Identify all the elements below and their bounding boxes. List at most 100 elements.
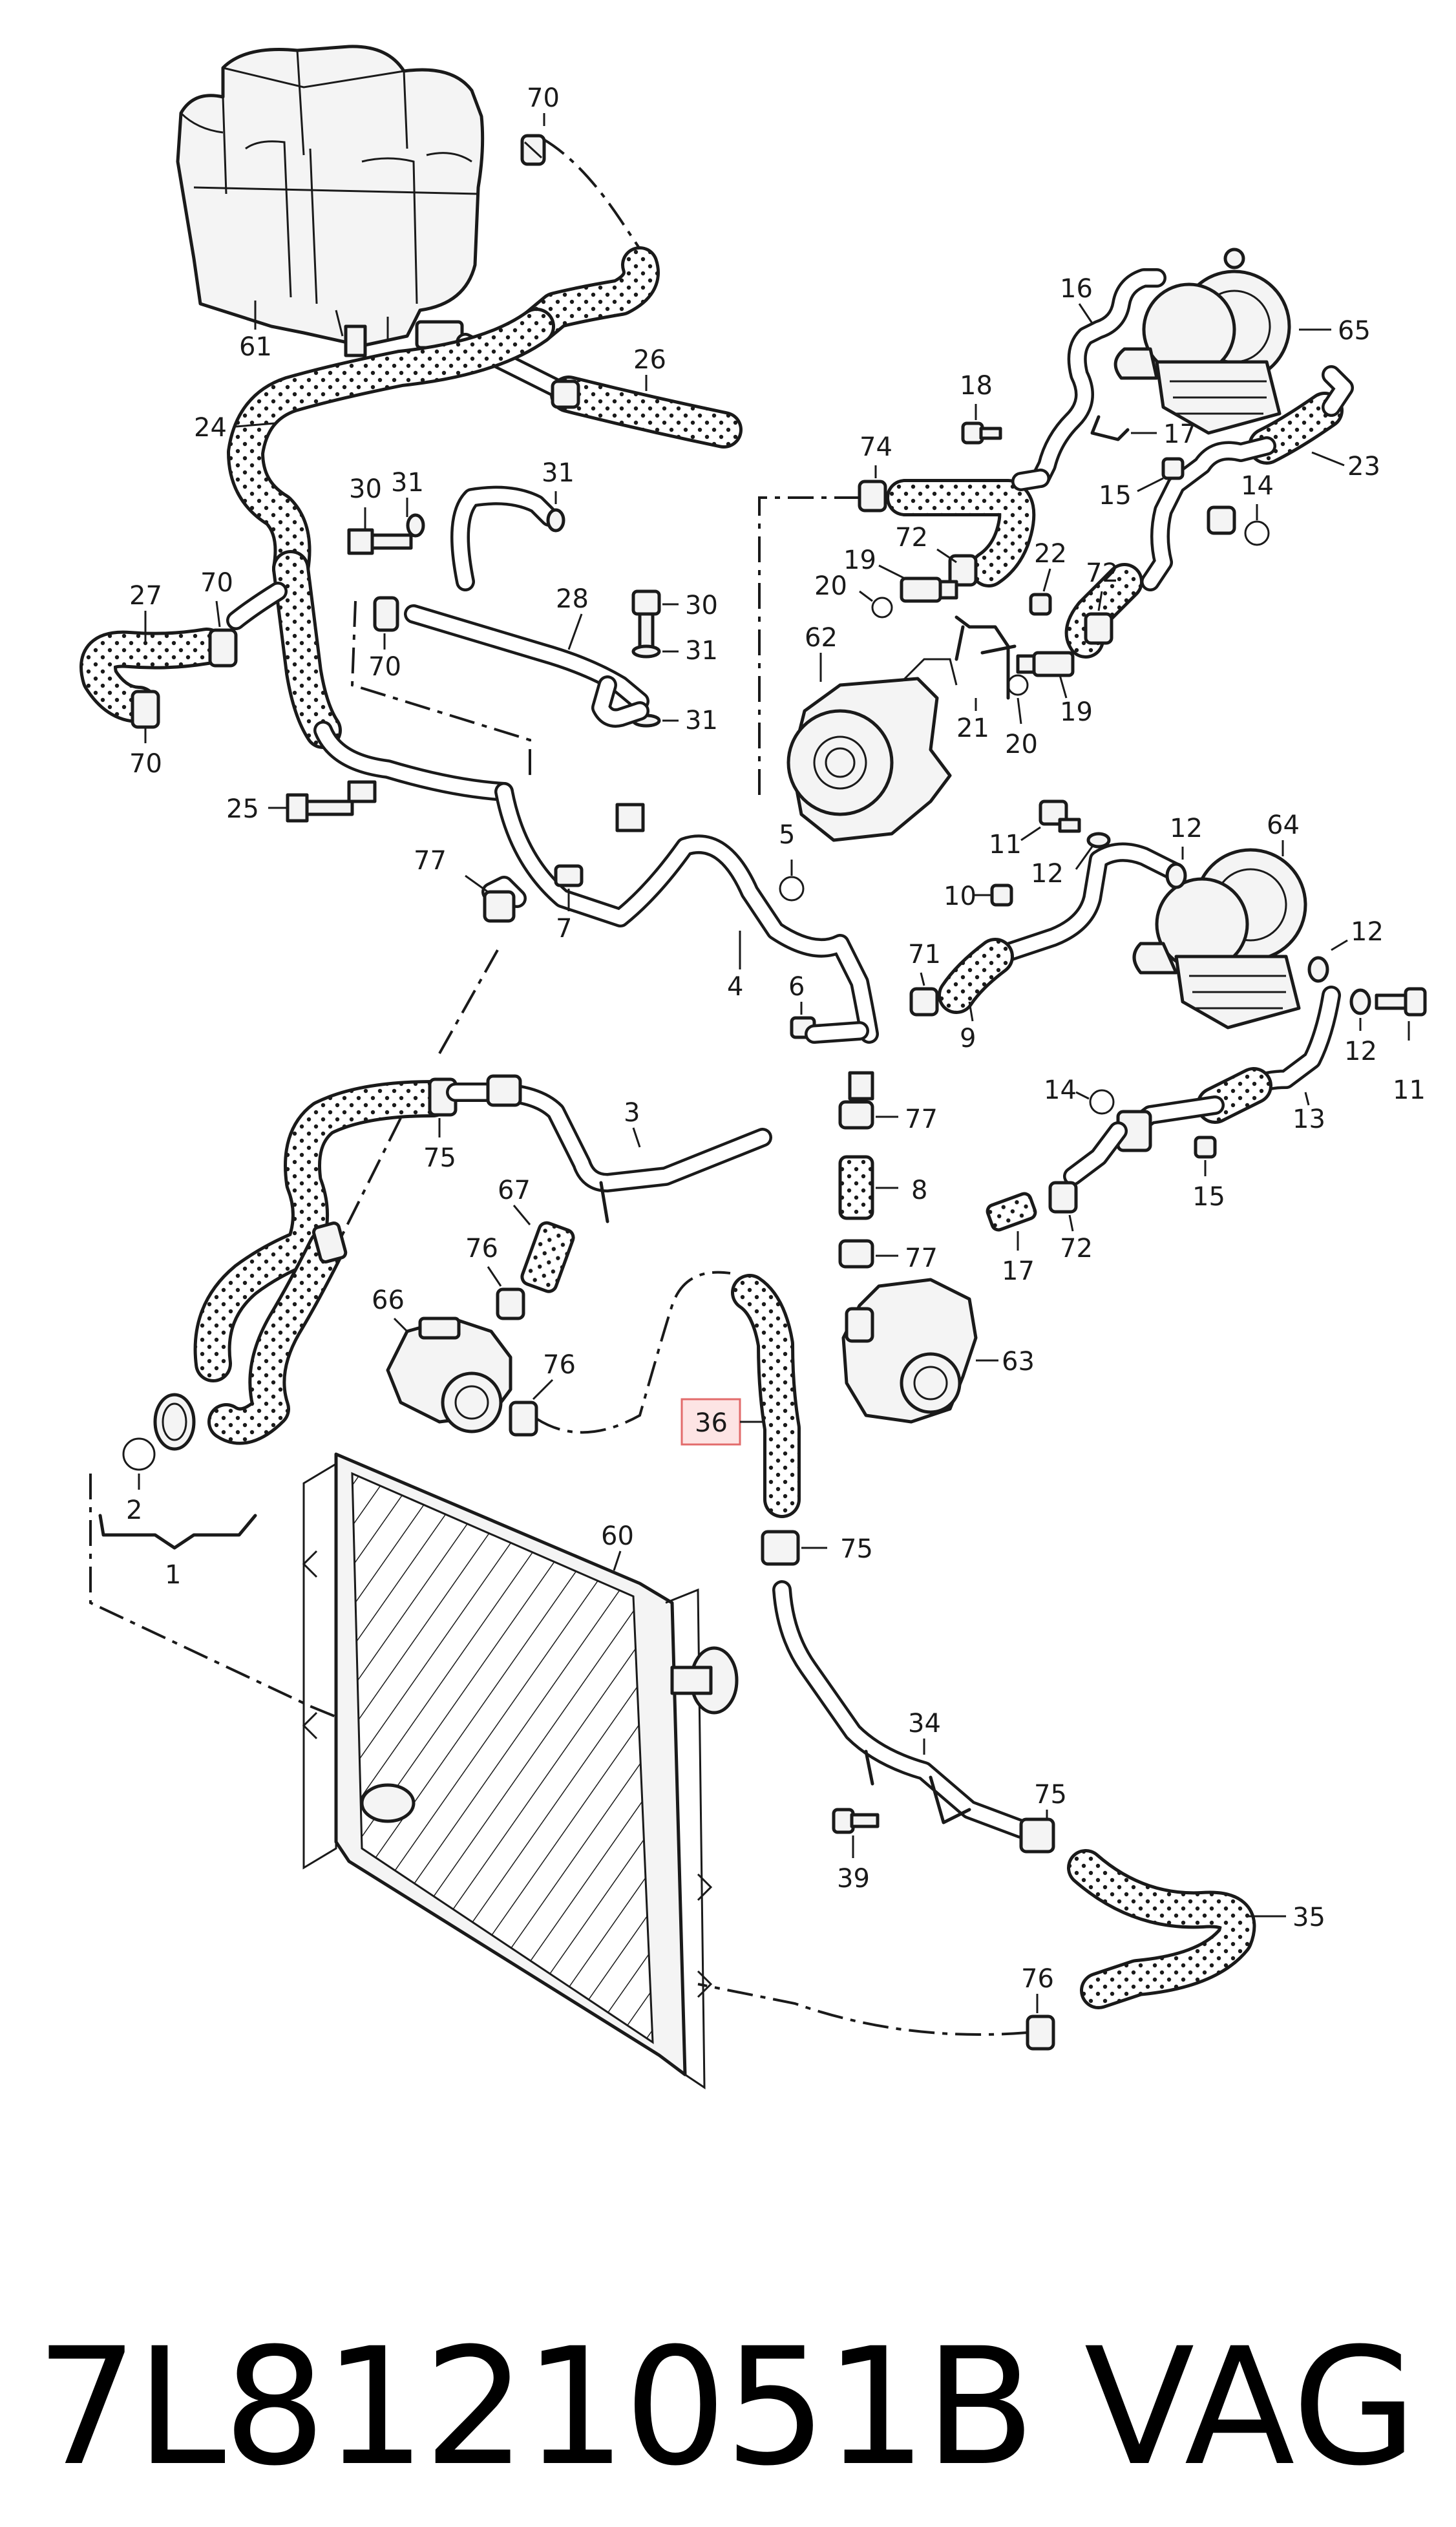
callout-7: 7 xyxy=(556,914,572,944)
leader-71 xyxy=(920,972,925,986)
callout-76-bottom: 76 xyxy=(1021,1964,1054,1994)
callout-34: 34 xyxy=(908,1709,941,1739)
pipe3-bracket xyxy=(599,1181,609,1223)
hose1-outlet xyxy=(153,1393,196,1451)
callout-20-upper: 20 xyxy=(814,571,847,601)
callout-70-bottom-left: 70 xyxy=(129,749,162,779)
callout-12-right-upper: 12 xyxy=(1351,917,1384,947)
callout-75-upper: 75 xyxy=(423,1143,456,1173)
bolt-30-right xyxy=(631,589,661,655)
clamp-77-mid xyxy=(838,1100,874,1130)
callout-63: 63 xyxy=(1002,1347,1035,1377)
clamp-hose1-joint xyxy=(311,1221,348,1264)
clamp-72-top xyxy=(948,554,978,587)
part-number: 7L8121051B xyxy=(36,2313,1035,2501)
callout-10: 10 xyxy=(944,882,976,911)
vent-line-dashed xyxy=(542,138,641,250)
seal-2 xyxy=(122,1437,156,1471)
leader-66 xyxy=(393,1317,408,1333)
callout-5: 5 xyxy=(779,820,795,850)
leader-76-upper xyxy=(487,1266,502,1287)
leader-72-top xyxy=(936,548,957,564)
bracket-1 xyxy=(98,1514,257,1550)
leader-12-upper-left xyxy=(1075,846,1093,870)
callout-19-lower: 19 xyxy=(1060,697,1093,727)
callout-16: 16 xyxy=(1060,274,1093,304)
clamp-77-lower xyxy=(838,1239,874,1269)
leader-20-upper xyxy=(859,590,873,602)
callout-67: 67 xyxy=(498,1176,531,1205)
fitting-19-lower xyxy=(1016,651,1075,677)
washer-12-right-lower xyxy=(1349,988,1371,1015)
leader-24 xyxy=(235,422,275,428)
callout-36[interactable]: 36 xyxy=(695,1408,728,1438)
callout-11-upper: 11 xyxy=(989,830,1022,860)
callout-64: 64 xyxy=(1267,810,1300,840)
callout-12-upper-left: 12 xyxy=(1031,859,1064,889)
radiator-60 xyxy=(302,1452,739,2089)
leader-9 xyxy=(968,1001,974,1022)
callout-62: 62 xyxy=(805,623,838,653)
callout-4: 4 xyxy=(727,972,743,1002)
seal-14-lower xyxy=(1089,1089,1115,1115)
bolt-18-shank xyxy=(979,427,1002,440)
washer-12-upper-right xyxy=(1165,862,1187,889)
callout-15-top: 15 xyxy=(1099,481,1132,511)
callout-12-upper-right: 12 xyxy=(1170,814,1203,843)
leader-23 xyxy=(1311,451,1345,467)
clamp-76-lower xyxy=(509,1401,538,1437)
callout-17-lower: 17 xyxy=(1002,1256,1035,1286)
callout-13: 13 xyxy=(1292,1105,1325,1134)
bolt-30-top xyxy=(347,513,425,555)
callout-31-top-left: 31 xyxy=(391,468,424,498)
seal-20-upper xyxy=(871,597,893,619)
callout-77-mid: 77 xyxy=(905,1105,938,1134)
leader-16 xyxy=(1078,303,1093,324)
callout-17-top: 17 xyxy=(1163,419,1196,449)
callout-36-highlight[interactable] xyxy=(681,1398,741,1446)
leader-13 xyxy=(1304,1092,1310,1106)
bracket-dashed-right xyxy=(758,496,866,795)
callout-25: 25 xyxy=(226,794,259,824)
leader-60 xyxy=(613,1550,622,1571)
callout-61: 61 xyxy=(239,332,272,362)
callout-19-upper: 19 xyxy=(843,545,876,575)
leader-70-hose27 xyxy=(215,600,221,628)
leader-76-lower xyxy=(532,1379,554,1401)
callout-30-top: 30 xyxy=(349,474,382,504)
hose-8 xyxy=(838,1155,874,1220)
callout-71: 71 xyxy=(908,940,941,969)
callout-18: 18 xyxy=(960,371,993,401)
hose-1-dashed-link xyxy=(335,949,499,1248)
callout-22: 22 xyxy=(1034,539,1067,569)
callout-21: 21 xyxy=(956,714,989,743)
callout-9: 9 xyxy=(960,1024,976,1053)
leader-20-lower xyxy=(1017,697,1022,724)
clamp-75-lower xyxy=(1019,1817,1055,1854)
clamp-70-hose27-right xyxy=(208,628,238,668)
bolt-22 xyxy=(1029,593,1052,616)
radiator-bottom-dashed xyxy=(697,1983,1028,2036)
clip-17-top xyxy=(1090,415,1130,441)
turbocharger-65 xyxy=(1113,248,1291,435)
callout-35: 35 xyxy=(1292,1903,1325,1932)
callout-75-mid: 75 xyxy=(840,1534,873,1564)
leader-14-lower xyxy=(1075,1091,1090,1100)
brand-label: VAG xyxy=(1084,2313,1417,2501)
callout-31-top-right: 31 xyxy=(542,458,575,488)
bolt-11-right xyxy=(1375,987,1427,1017)
callout-76-lower: 76 xyxy=(543,1350,576,1380)
leader-19-upper xyxy=(878,564,905,580)
washer-12-right-upper xyxy=(1307,956,1329,983)
bolt-39 xyxy=(832,1808,880,1834)
callout-66: 66 xyxy=(372,1285,405,1315)
pipe3-flange xyxy=(486,1074,522,1107)
bolt-11-upper xyxy=(1039,799,1081,833)
callout-77-lower: 77 xyxy=(905,1243,938,1273)
clamp-70-pipe28 xyxy=(373,596,399,632)
callout-24: 24 xyxy=(194,413,227,443)
bolt-15-lower xyxy=(1194,1136,1217,1159)
callout-39: 39 xyxy=(837,1864,870,1894)
callout-70-top: 70 xyxy=(527,83,560,113)
callout-77-upper: 77 xyxy=(414,846,447,876)
